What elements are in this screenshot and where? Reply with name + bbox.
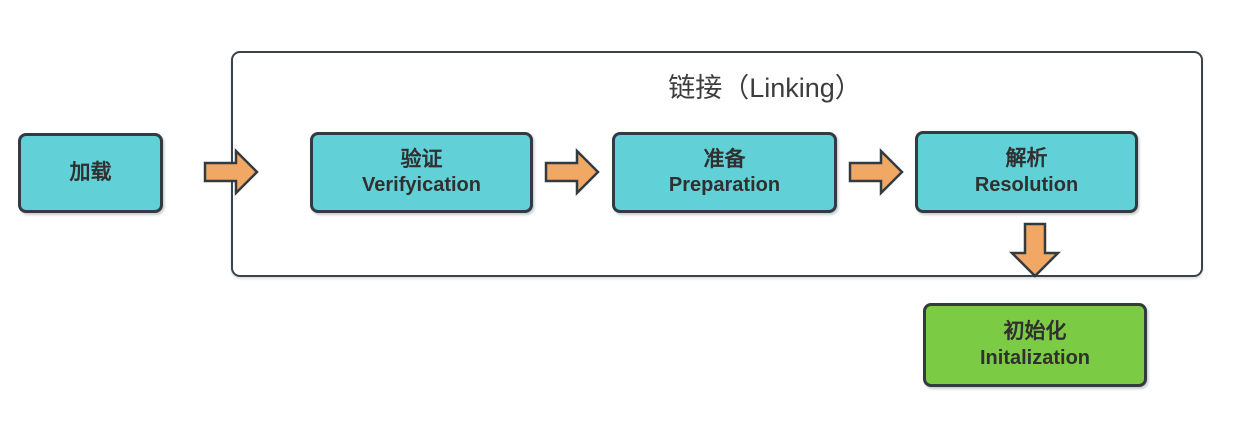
node-resolution: 解析 Resolution — [915, 131, 1138, 213]
node-preparation-label-zh: 准备 — [703, 147, 746, 171]
arrow-right-icon-load-to-verification — [203, 147, 259, 197]
node-initialization-label-zh: 初始化 — [1003, 320, 1067, 344]
node-resolution-label-en: Resolution — [974, 173, 1079, 196]
node-resolution-label-zh: 解析 — [1005, 147, 1048, 171]
node-load: 加载 — [18, 133, 163, 213]
arrow-right-icon-preparation-to-resolution — [848, 147, 904, 197]
node-verification-label-zh: 验证 — [400, 147, 443, 171]
linking-group-title: 链接（Linking） — [668, 73, 862, 103]
node-load-label-zh: 加载 — [69, 160, 112, 184]
node-verification: 验证 Verifyication — [310, 132, 533, 213]
arrow-right-icon-verification-to-preparation — [544, 147, 600, 197]
node-verification-label-en: Verifyication — [362, 174, 481, 197]
node-preparation-label-en: Preparation — [668, 174, 781, 197]
node-initialization: 初始化 Initalization — [923, 303, 1147, 387]
arrow-down-icon-resolution-to-initialization — [1008, 222, 1062, 278]
node-preparation: 准备 Preparation — [612, 132, 837, 213]
node-initialization-label-en: Initalization — [980, 346, 1090, 369]
